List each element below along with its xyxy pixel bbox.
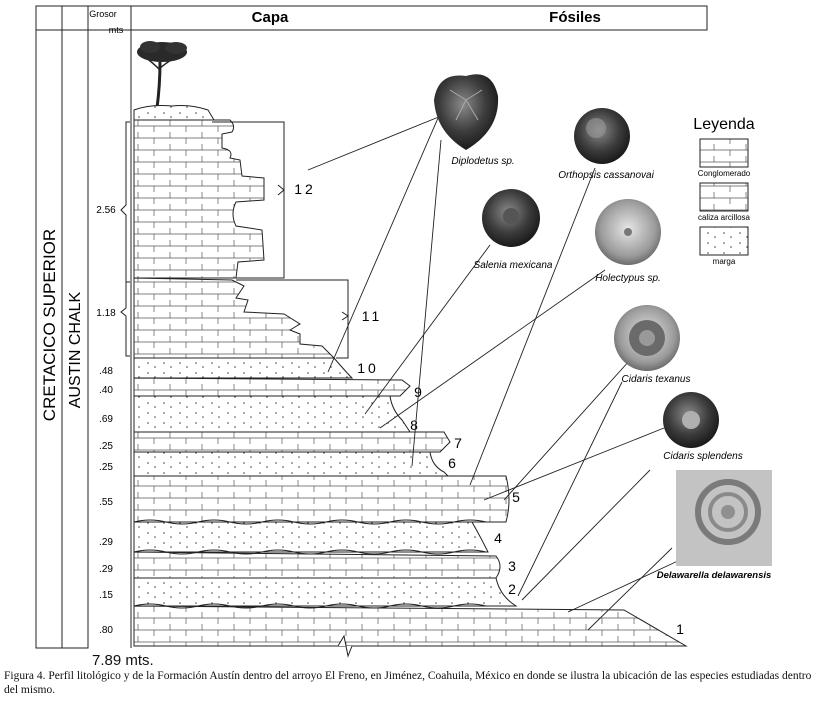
layer-number-11: 11 [362, 308, 383, 324]
thickness-value: .55 [99, 497, 113, 508]
thickness-header: Grosor [89, 9, 117, 19]
layer-number-1: 1 [676, 621, 684, 637]
figure-caption: Figura 4. Perfil litológico y de la Form… [4, 670, 812, 696]
thickness-value: .29 [99, 564, 113, 575]
layer-number-9: 9 [414, 384, 422, 400]
layer-number-3: 3 [508, 558, 516, 574]
legend-swatch-caliza [699, 182, 749, 212]
layer-number-5: 5 [512, 489, 520, 505]
legend-title: Leyenda [693, 116, 754, 133]
thickness-value: .69 [99, 414, 113, 425]
legend-swatch-conglomerado [699, 138, 749, 168]
fossil-label-delawarella: Delawarella delawarensis [657, 570, 772, 581]
layer-number-4: 4 [494, 530, 502, 546]
thickness-value: .80 [99, 625, 113, 636]
header-frame [35, 5, 708, 31]
legend-label-marga: marga [713, 257, 736, 266]
layer-number-2: 2 [508, 581, 516, 597]
legend-label-caliza: caliza arcillosa [698, 213, 751, 222]
layer-number-7: 7 [454, 435, 462, 451]
lithology-column [133, 105, 688, 658]
fossil-label-cidaris-texanus: Cidaris texanus [622, 374, 691, 385]
legend-label-conglomerado: Conglomerado [698, 169, 751, 178]
fossil-diplodetus-image [434, 74, 499, 150]
layer-number-12: 12 [294, 181, 316, 197]
fossils-header: Fósiles [549, 9, 601, 26]
thickness-value: .40 [99, 385, 113, 396]
fossil-leader-lines [307, 113, 681, 631]
thickness-value: .25 [99, 441, 113, 452]
thickness-braces [120, 121, 130, 357]
system-label: CRETACICO SUPERIOR [40, 229, 59, 421]
fossil-label-holectypus: Holectypus sp. [595, 273, 661, 284]
thickness-value: .48 [99, 366, 113, 377]
unit-brackets [212, 121, 349, 359]
stratigraphic-column-figure: Grosor mts Capa Fósiles CRETACICO SUPERI… [35, 5, 772, 658]
fossil-delawarella-image [676, 470, 772, 566]
legend-swatch-marga [699, 226, 749, 256]
formation-label: AUSTIN CHALK [67, 291, 84, 408]
thickness-value: .25 [99, 462, 113, 473]
tree-icon [137, 41, 187, 109]
fossil-holectypus-image [595, 199, 661, 265]
fossil-label-diplodetus: Diplodetus sp. [451, 156, 514, 167]
layer-number-8: 8 [410, 417, 418, 433]
label-columns [35, 5, 132, 649]
fossil-label-salenia: Salenia mexicana [474, 260, 553, 271]
legend: Leyenda Conglomerado caliza arcillosa ma… [693, 116, 754, 266]
thickness-values: 2.56 1.18 .48 .40 .69 .25 .25 .55 .29 .29 .15 .80 [96, 205, 116, 636]
thickness-value: 1.18 [96, 308, 116, 319]
fossil-cidaris-splendens-image [663, 392, 719, 448]
fossil-label-cidaris-splendens: Cidaris splendens [663, 451, 743, 462]
total-thickness: 7.89 mts. [92, 652, 154, 669]
layer-number-6: 6 [448, 455, 456, 471]
layer-number-10: 10 [357, 360, 379, 376]
fossil-salenia-image [482, 189, 540, 247]
fossil-orthopsis-image [574, 108, 630, 164]
layer-header: Capa [252, 9, 289, 26]
thickness-value: .15 [99, 590, 113, 601]
thickness-units: mts [109, 25, 124, 35]
fossil-cidaris-texanus-image [614, 305, 680, 371]
fossil-label-orthopsis: Orthopsis cassanovai [558, 170, 654, 181]
thickness-value: 2.56 [96, 205, 116, 216]
thickness-value: .29 [99, 537, 113, 548]
